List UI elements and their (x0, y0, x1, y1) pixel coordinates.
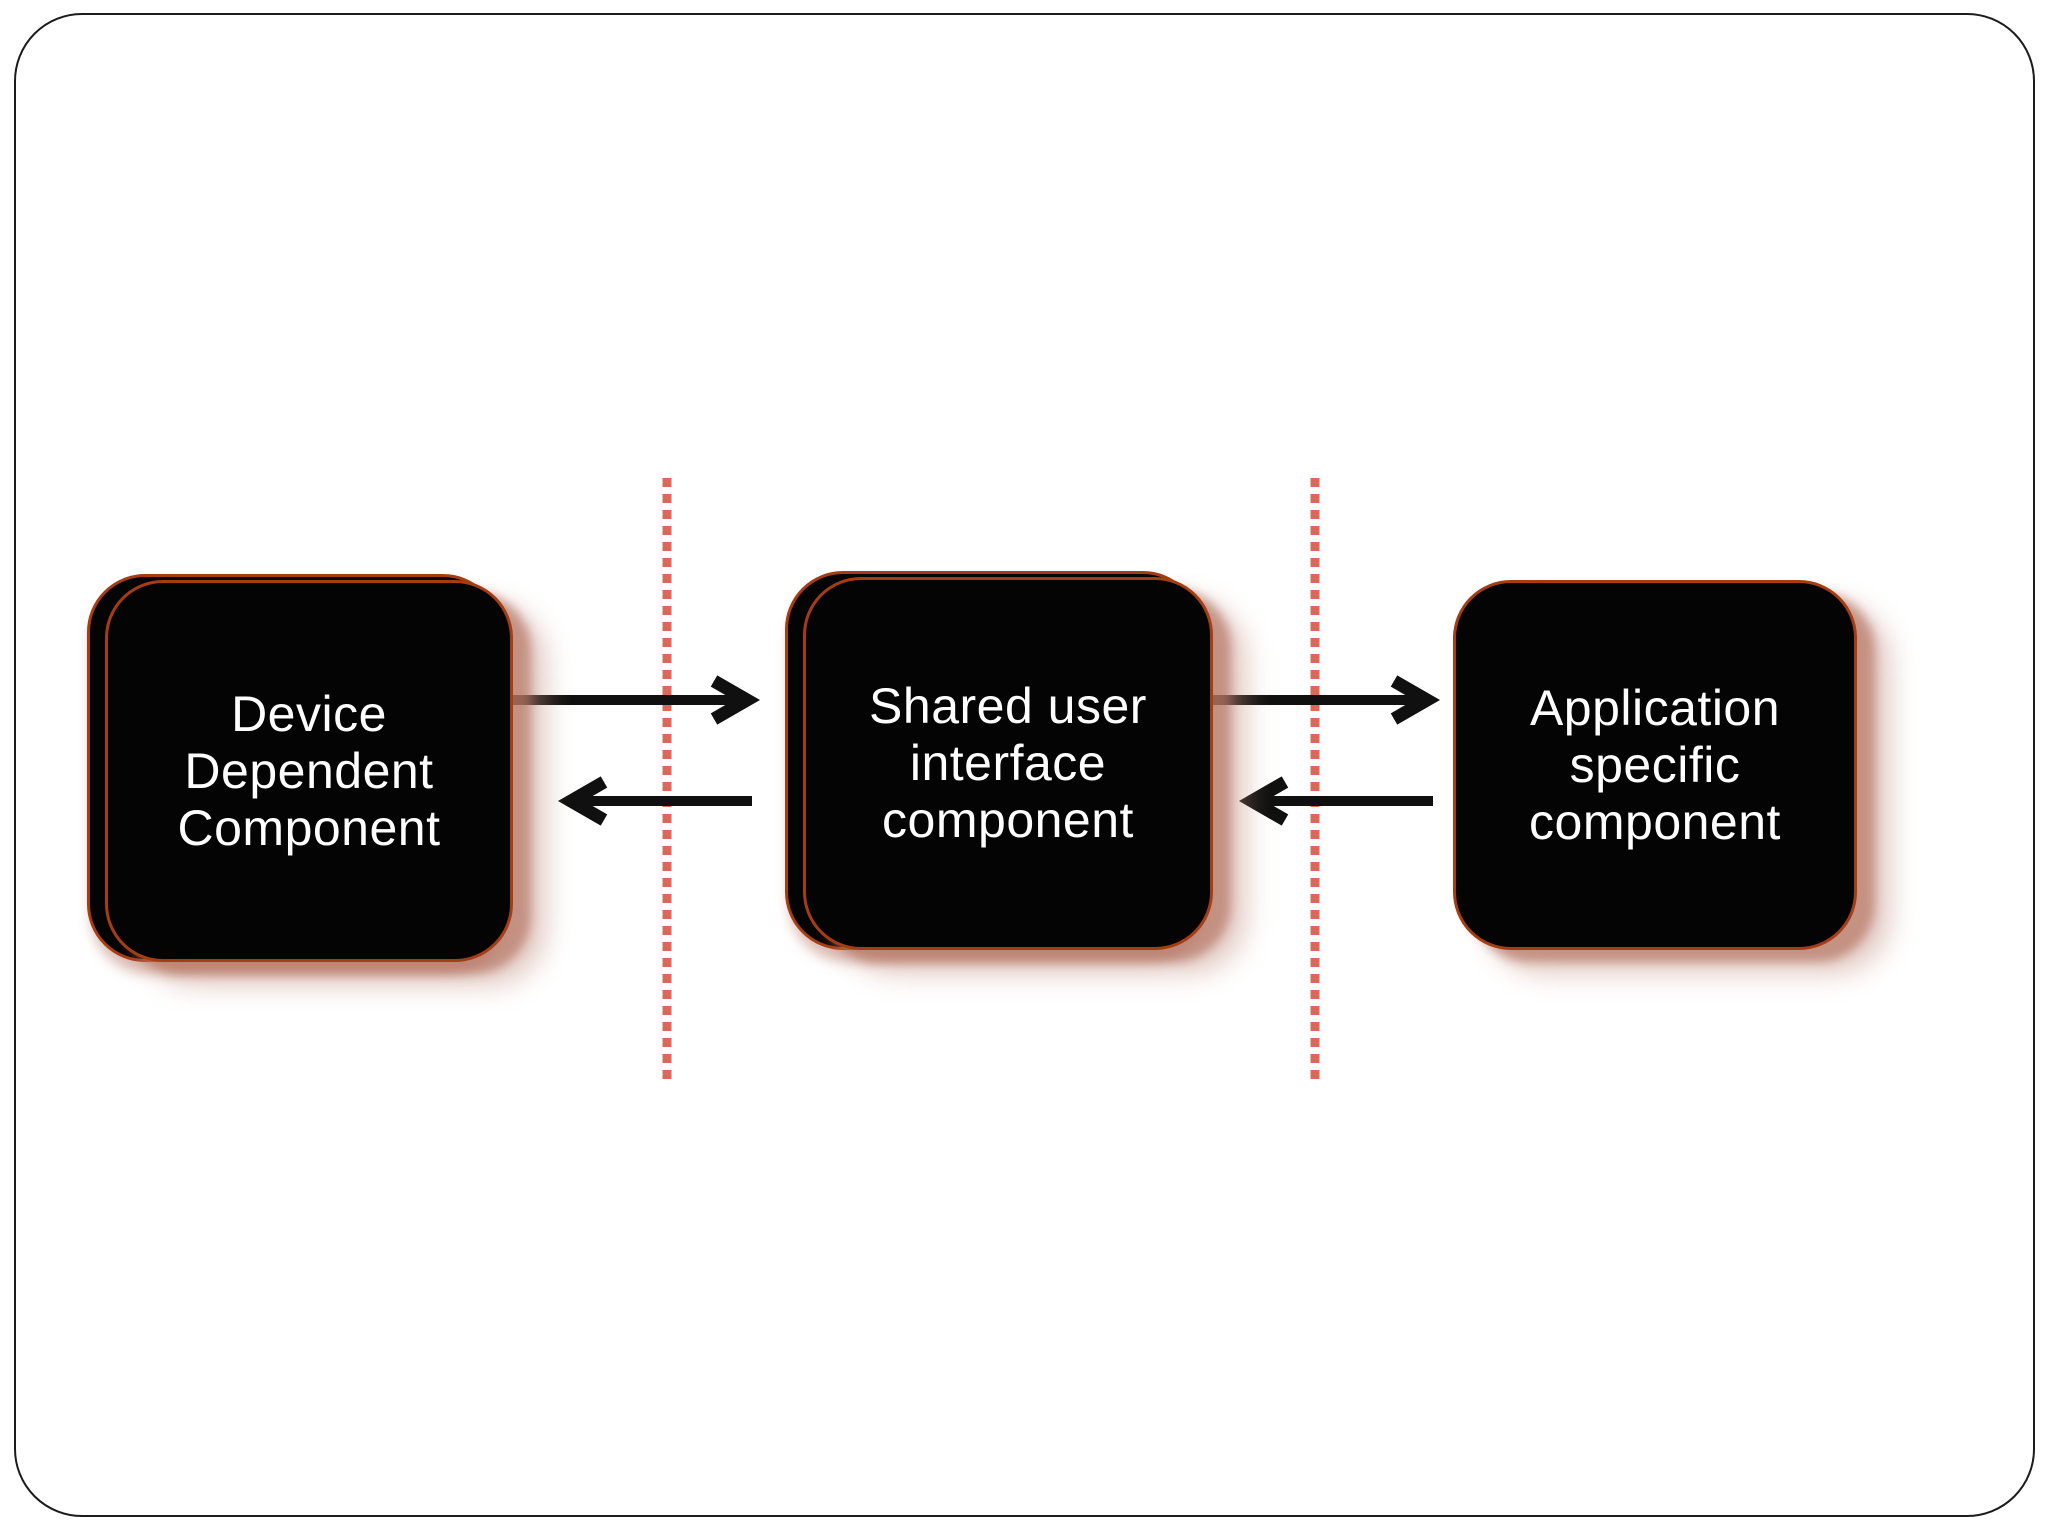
node-front-layer: Application specific component (1453, 580, 1857, 950)
node-front-layer: Device Dependent Component (105, 580, 513, 962)
node-label-shared-user-interface: Shared user interface component (869, 678, 1147, 848)
node-label-device-dependent: Device Dependent Component (177, 685, 441, 856)
node-front-layer: Shared user interface component (803, 577, 1213, 950)
node-label-application-specific: Application specific component (1529, 679, 1781, 850)
node-device-dependent-component: Device Dependent Component (87, 574, 513, 962)
node-shared-user-interface-component: Shared user interface component (785, 571, 1213, 950)
node-application-specific-component: Application specific component (1453, 580, 1857, 950)
